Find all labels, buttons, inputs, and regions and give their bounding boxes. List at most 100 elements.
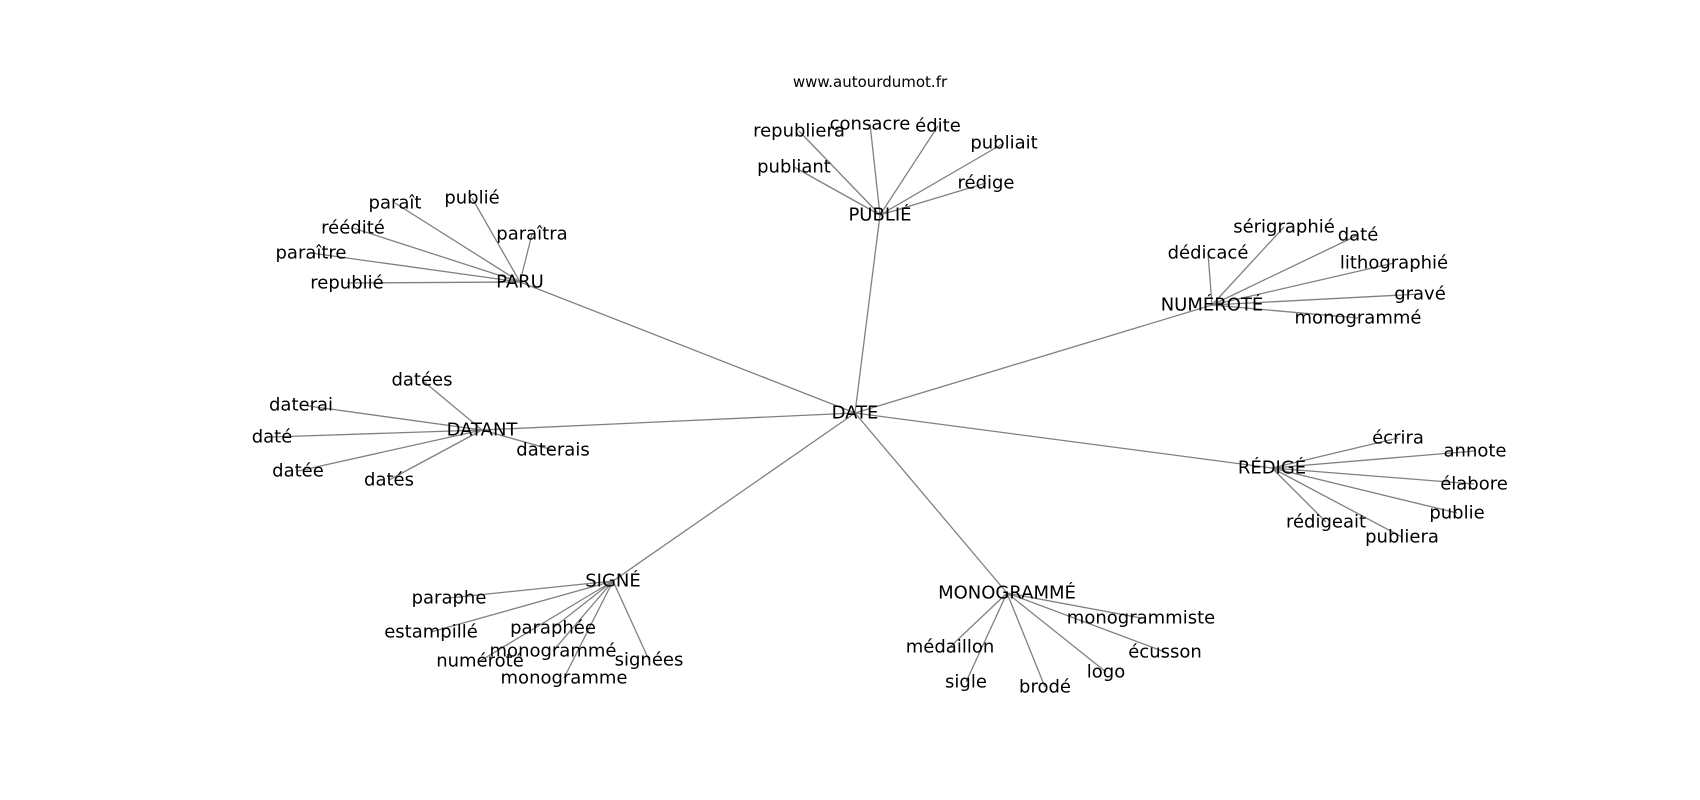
edge-publie-4 [793, 166, 881, 216]
leaf-node: daterai [269, 395, 333, 416]
edge-paru-4 [310, 252, 521, 283]
edge-datant-4 [297, 429, 483, 472]
edge-numerote-0 [1211, 226, 1285, 306]
edge-redige-3 [1271, 467, 1458, 514]
edge-publie-0 [798, 130, 881, 216]
leaf-node: monogrammiste [1067, 608, 1215, 629]
hub-node-redige: RÉDIGÉ [1238, 457, 1306, 479]
edge-monogramme-4 [965, 592, 1008, 683]
edge-datant-3 [481, 429, 554, 451]
edge-redige-5 [1271, 467, 1403, 538]
leaf-node: rédigeait [1286, 512, 1366, 533]
leaf-node: brodé [1019, 677, 1071, 698]
leaf-node: paraître [275, 243, 346, 264]
edge-paru-5 [346, 281, 521, 284]
leaf-node: logo [1087, 662, 1125, 683]
edge-monogramme-1 [949, 592, 1008, 648]
leaf-node: édite [915, 116, 961, 137]
edge-datant-1 [300, 404, 483, 431]
edge-center-paru [519, 281, 856, 414]
edge-monogramme-0 [1006, 592, 1142, 619]
leaf-node: consacre [830, 114, 911, 135]
leaf-node: écusson [1128, 642, 1202, 663]
leaf-node: datés [364, 470, 414, 491]
edge-paru-0 [394, 202, 521, 283]
edge-monogramme-3 [1006, 592, 1107, 673]
leaf-node: datées [391, 370, 452, 391]
source-watermark: www.autourdumot.fr [793, 73, 948, 91]
edge-signe-2 [552, 580, 614, 629]
edge-paru-3 [519, 233, 533, 283]
leaf-node: paraphée [510, 618, 596, 639]
leaf-node: daterais [516, 440, 589, 461]
edge-numerote-2 [1207, 252, 1213, 306]
leaf-node: republié [310, 273, 383, 294]
edge-numerote-1 [1211, 234, 1359, 306]
leaf-node: annote [1444, 441, 1507, 462]
leaf-node: datée [272, 461, 324, 482]
leaf-node: sigle [945, 672, 987, 693]
edge-publie-1 [869, 123, 881, 216]
edges-layer [271, 123, 1476, 688]
leaf-node: lithographié [1340, 253, 1448, 274]
edge-numerote-3 [1211, 262, 1395, 306]
edge-center-datant [481, 412, 856, 431]
leaf-node: publiait [970, 133, 1037, 154]
edge-center-numerote [854, 304, 1213, 414]
edge-signe-6 [563, 580, 614, 679]
edge-monogramme-2 [1006, 592, 1166, 653]
edge-datant-0 [421, 379, 483, 431]
edge-publie-5 [879, 182, 987, 216]
edge-signe-4 [612, 580, 650, 661]
leaf-node: paraîtra [496, 224, 567, 245]
edge-center-redige [854, 412, 1273, 469]
leaf-node: daté [252, 427, 293, 448]
leaf-node: publie [1429, 503, 1484, 524]
edge-datant-5 [388, 429, 483, 481]
hub-node-paru: PARU [496, 272, 544, 293]
leaf-node: élabore [1440, 474, 1508, 495]
leaf-node: sérigraphié [1233, 217, 1335, 238]
edge-numerote-4 [1211, 293, 1421, 306]
leaf-node: monogrammé [1295, 308, 1422, 329]
leaf-node: publié [444, 188, 499, 209]
edge-paru-1 [471, 197, 521, 283]
leaf-node: réédité [321, 218, 385, 239]
center-node: DATE [832, 403, 879, 424]
leaf-node: numéroté [436, 651, 524, 672]
edge-datant-2 [271, 429, 483, 438]
leaf-node: paraphe [412, 588, 487, 609]
edge-center-publie [854, 214, 881, 414]
leaf-node: gravé [1394, 284, 1446, 305]
hub-node-signe: SIGNÉ [585, 570, 641, 592]
leaf-node: publiant [757, 157, 831, 178]
hub-node-publie: PUBLIÉ [848, 204, 911, 226]
edge-paru-2 [352, 227, 521, 283]
edge-signe-0 [448, 580, 614, 599]
edge-redige-0 [1271, 437, 1399, 469]
leaf-node: republiera [753, 121, 845, 142]
edge-redige-4 [1271, 467, 1327, 523]
leaf-node: estampillé [384, 622, 478, 643]
leaf-node: monogrammé [490, 641, 617, 662]
edge-signe-5 [479, 580, 614, 662]
edge-center-monogramme [854, 412, 1008, 594]
edge-signe-1 [430, 580, 614, 633]
leaf-node: signées [615, 650, 684, 671]
leaf-node: paraît [369, 193, 422, 214]
edge-publie-3 [879, 142, 1005, 216]
hub-node-datant: DATANT [447, 420, 519, 441]
leaf-node: monogramme [501, 668, 628, 689]
leaf-node: écrira [1372, 428, 1424, 449]
edge-monogramme-5 [1006, 592, 1046, 688]
leaf-node: médaillon [906, 637, 995, 658]
hub-node-numerote: NUMÉROTÉ [1161, 294, 1264, 316]
edge-numerote-5 [1211, 304, 1359, 319]
leaf-node: dédicacé [1168, 243, 1249, 264]
hub-node-monogramme: MONOGRAMMÉ [938, 582, 1076, 604]
edge-center-signe [612, 412, 856, 582]
edge-redige-2 [1271, 467, 1475, 485]
edge-signe-3 [552, 580, 614, 652]
